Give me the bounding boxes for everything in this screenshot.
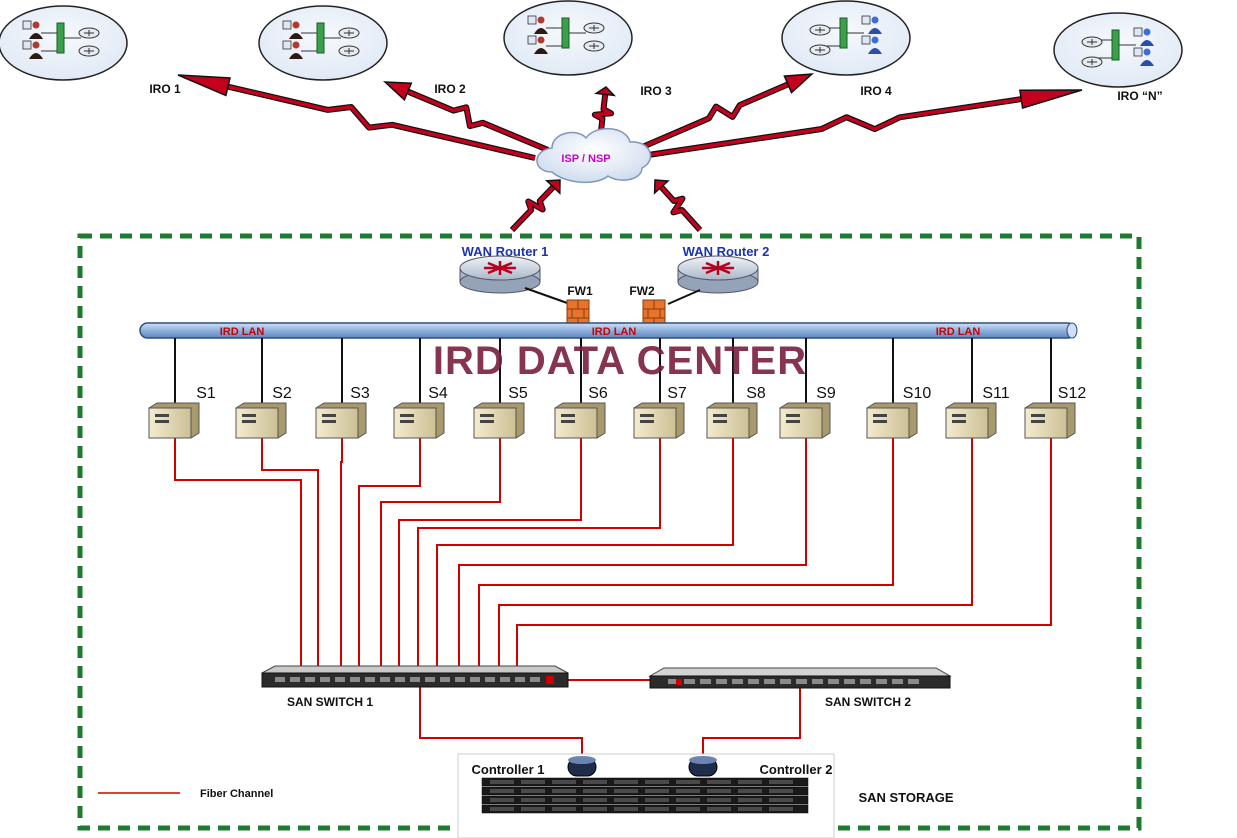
data-center-title: IRD DATA CENTER: [433, 339, 807, 383]
servers: S1 S2 S3 S4 S5 S6 S7 S8 S9 S10 S11 S12: [148, 338, 1087, 439]
isp-cloud: ISP / NSP: [536, 128, 652, 184]
fiber-server-11: [498, 438, 973, 672]
iro-2-label: IRO 2: [434, 82, 466, 96]
server-11: S11: [945, 385, 1010, 439]
server-10: S10: [866, 385, 932, 439]
legend-fiber-label: Fiber Channel: [200, 788, 273, 800]
controller-1: Controller 1: [472, 756, 597, 777]
server-4: S4: [393, 385, 448, 439]
fiber-server-10: [478, 438, 894, 672]
workgroup-icon: [282, 20, 360, 59]
iro-office-2: IRO 2: [258, 5, 466, 96]
fiber-links: [174, 438, 1052, 760]
branch-offices: IRO 1 IRO 2 IRO 3 IRO 4 IRO “N”: [0, 0, 1183, 103]
firewall-1-label: FW1: [567, 284, 593, 298]
server-9: S9: [779, 385, 836, 439]
server-3: S3: [315, 385, 370, 439]
storage-array-icon: [481, 777, 809, 814]
iro-office-5: IRO “N”: [1053, 12, 1183, 103]
firewall-2-label: FW2: [629, 284, 655, 298]
san-switch-2-label: SAN SWITCH 2: [825, 695, 911, 709]
firewall-2: FW2: [629, 284, 666, 327]
firewall-1: FW1: [566, 284, 593, 327]
iro-4-label: IRO 4: [860, 84, 892, 98]
wan-router-2-label: WAN Router 2: [683, 244, 770, 259]
legend: Fiber Channel: [98, 788, 273, 800]
fiber-switch2-controller2: [702, 688, 801, 760]
server-2-label: S2: [272, 385, 292, 402]
fiber-server-4: [358, 438, 421, 672]
server-12: S12: [1024, 385, 1087, 439]
fiber-server-12: [516, 438, 1052, 672]
controller-2-label: Controller 2: [760, 762, 833, 777]
fiber-server-3: [340, 438, 343, 672]
server-11-label: S11: [982, 385, 1009, 402]
wan-links: [177, 73, 1083, 233]
cloud-label: ISP / NSP: [561, 153, 610, 165]
iro-office-3: IRO 3: [503, 0, 672, 98]
server-4-label: S4: [428, 385, 448, 402]
server-8: S8: [706, 385, 766, 439]
server-3-label: S3: [350, 385, 370, 402]
fiber-server-9: [458, 438, 807, 672]
lan-bus: IRD LAN IRD LAN IRD LAN: [139, 322, 1078, 339]
server-9-label: S9: [816, 385, 836, 402]
iro-office-1: IRO 1: [0, 5, 181, 96]
server-6: S6: [554, 385, 608, 439]
server-5: S5: [473, 385, 528, 439]
san-switch-1: SAN SWITCH 1: [261, 665, 569, 709]
controller-2: Controller 2: [688, 756, 833, 777]
server-icon: [706, 407, 750, 439]
router-firewall-links: [524, 287, 701, 324]
server-2: S2: [235, 385, 292, 439]
san-switch-1-label: SAN SWITCH 1: [287, 695, 373, 709]
wan-router-1: WAN Router 1: [459, 244, 549, 294]
workgroup-icon: [809, 15, 882, 56]
server-12-label: S12: [1058, 385, 1087, 402]
iro-office-4: IRO 4: [781, 0, 911, 98]
san-storage-label: SAN STORAGE: [858, 790, 953, 805]
server-10-label: S10: [903, 385, 932, 402]
server-5-label: S5: [508, 385, 528, 402]
server-6-label: S6: [588, 385, 608, 402]
fiber-switch1-controller1: [419, 687, 583, 760]
workgroup-icon: [22, 20, 100, 59]
server-8-label: S8: [746, 385, 766, 402]
iro-1-label: IRO 1: [149, 82, 181, 96]
server-7-label: S7: [667, 385, 687, 402]
fiber-server-6: [398, 438, 582, 672]
iro-3-label: IRO 3: [640, 84, 672, 98]
controller-1-label: Controller 1: [472, 762, 545, 777]
fiber-server-1: [174, 438, 302, 672]
iro-5-label: IRO “N”: [1117, 89, 1162, 103]
server-7: S7: [633, 385, 687, 439]
server-1-label: S1: [196, 385, 216, 402]
fiber-server-2: [261, 438, 319, 672]
san-storage: SAN STORAGE: [457, 753, 954, 838]
fiber-server-5: [380, 438, 501, 672]
lan-label-3: IRD LAN: [936, 326, 981, 338]
lan-label-2: IRD LAN: [592, 326, 637, 338]
wan-router-1-label: WAN Router 1: [462, 244, 549, 259]
wan-router-2: WAN Router 2: [677, 244, 770, 294]
workgroup-icon: [1081, 27, 1154, 68]
workgroup-icon: [527, 15, 605, 54]
server-1: S1: [148, 385, 216, 439]
cloud-icon: [536, 128, 652, 184]
fiber-server-8: [436, 438, 734, 672]
lan-label-1: IRD LAN: [220, 326, 265, 338]
fiber-server-7: [417, 438, 661, 672]
